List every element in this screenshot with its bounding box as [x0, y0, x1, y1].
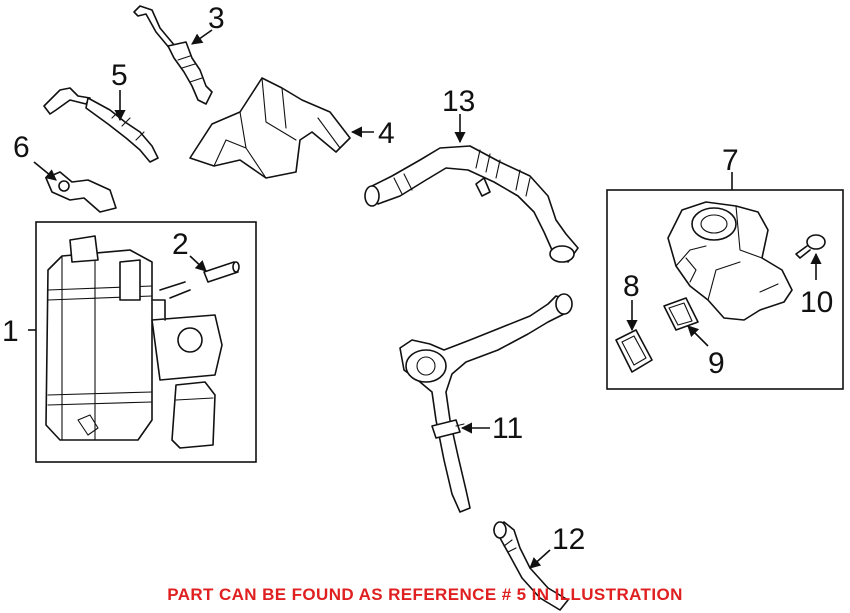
- callout-6: 6: [13, 131, 30, 164]
- oil-separator[interactable]: [667, 201, 793, 321]
- callout-5: 5: [111, 59, 128, 92]
- canister-group-box: [35, 221, 257, 463]
- oxygen-sensor-lower[interactable]: [43, 87, 159, 163]
- vent-pipe-small[interactable]: [493, 521, 569, 611]
- callout-9: 9: [708, 347, 725, 380]
- reference-caption: PART CAN BE FOUND AS REFERENCE # 5 IN IL…: [167, 585, 683, 604]
- callout-2: 2: [172, 228, 189, 261]
- callout-3: 3: [208, 2, 225, 35]
- heat-shield[interactable]: [189, 77, 351, 179]
- leader-3: [191, 29, 213, 45]
- sensor-bracket[interactable]: [45, 171, 117, 213]
- leader-2: [189, 255, 207, 272]
- leader-12: [529, 549, 551, 569]
- leader-9: [687, 325, 709, 347]
- callout-1: 1: [2, 315, 19, 348]
- callout-4: 4: [378, 117, 395, 150]
- mounting-bolt[interactable]: [795, 234, 826, 259]
- callout-11: 11: [492, 412, 523, 445]
- oxygen-sensor-upper[interactable]: [133, 5, 213, 105]
- charcoal-canister[interactable]: [45, 235, 223, 449]
- oil-separator-group-box: [606, 189, 844, 390]
- callout-7: 7: [722, 144, 739, 177]
- gasket-large[interactable]: [615, 329, 653, 373]
- purge-line-sleeve[interactable]: [203, 261, 240, 283]
- callout-13: 13: [442, 85, 475, 118]
- callout-12: 12: [552, 523, 585, 556]
- seal-small[interactable]: [663, 297, 699, 331]
- callout-8: 8: [623, 270, 640, 303]
- callout-10: 10: [800, 286, 833, 319]
- crankcase-vent-hose-upper[interactable]: [364, 145, 579, 263]
- crankcase-vent-hose-lower[interactable]: [399, 293, 573, 513]
- leader-6: [33, 161, 57, 181]
